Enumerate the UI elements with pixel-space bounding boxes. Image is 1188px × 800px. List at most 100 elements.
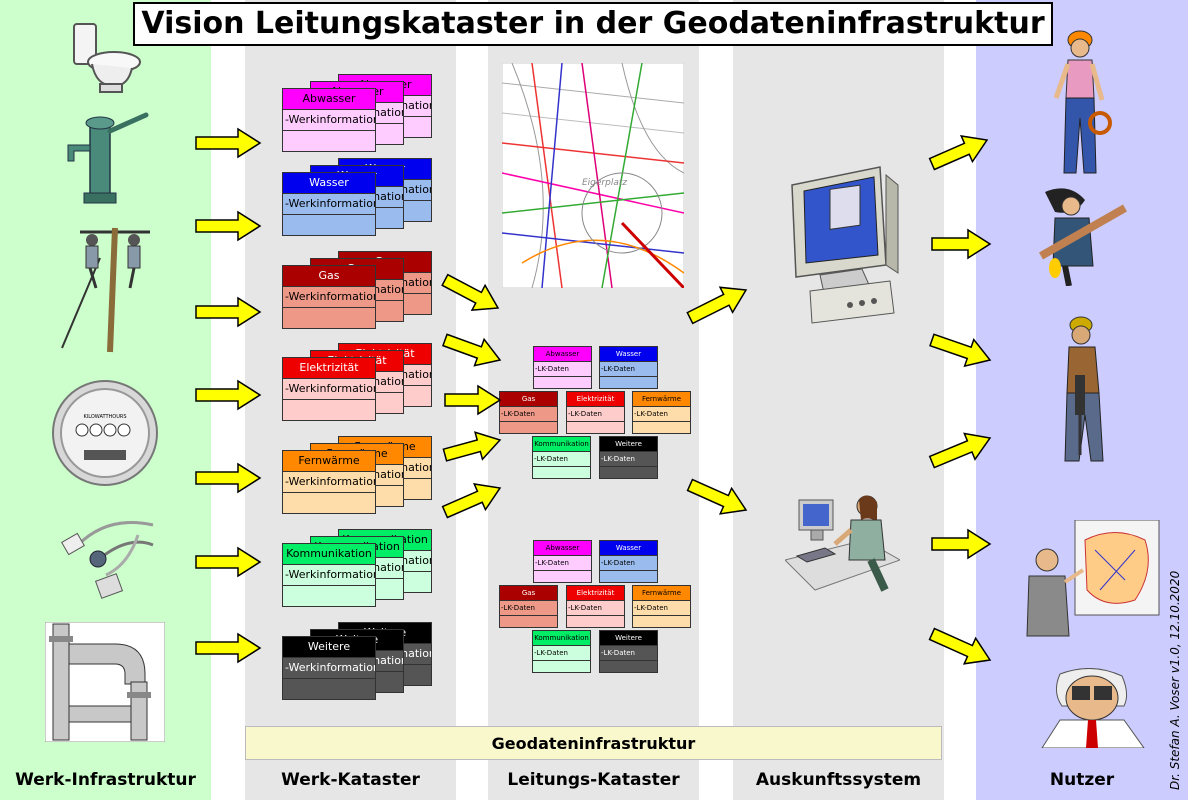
- jackhammer-worker-icon: [1064, 316, 1104, 462]
- werk-card: Abwasser-Werkinformation: [282, 88, 376, 152]
- lk-card-title: Wasser: [600, 347, 657, 362]
- lk-card-title: Kommunikation: [533, 437, 590, 452]
- lk-card-row: -LK-Daten: [533, 452, 590, 467]
- lk-card-row: -LK-Daten: [600, 556, 657, 571]
- flow-arrow: [686, 478, 748, 515]
- map-label: Eigerplatz: [582, 178, 627, 188]
- lk-card: Elektrizität-LK-Daten: [566, 391, 625, 434]
- werk-card-title: Kommunikation: [283, 544, 375, 565]
- flow-arrow: [931, 228, 992, 260]
- lk-card-row: -LK-Daten: [600, 452, 657, 467]
- lk-card-title: Elektrizität: [567, 392, 624, 407]
- flow-arrow: [195, 210, 262, 242]
- flow-arrow: [444, 384, 502, 416]
- werk-card-row: -Werkinformation: [283, 110, 375, 131]
- werk-card-row: -Werkinformation: [283, 658, 375, 679]
- lk-card-title: Weitere: [600, 631, 657, 646]
- computer-icon: [791, 166, 899, 324]
- werk-card: Kommunikation-Werkinformation: [282, 543, 376, 607]
- lk-card-title: Fernwärme: [633, 586, 690, 601]
- werk-card: Fernwärme-Werkinformation: [282, 450, 376, 514]
- werk-card: Wasser-Werkinformation: [282, 172, 376, 236]
- lk-card-row: -LK-Daten: [600, 362, 657, 377]
- werk-card-title: Wasser: [283, 173, 375, 194]
- lk-card-row: -LK-Daten: [633, 407, 690, 422]
- auskunftssystem-column: [733, 0, 944, 800]
- werk-card-row: -Werkinformation: [283, 287, 375, 308]
- lk-card-title: Weitere: [600, 437, 657, 452]
- construction-worker-icon: [1053, 30, 1112, 174]
- flow-arrow: [931, 528, 992, 560]
- meter-label: KILOWATTHOURS: [83, 414, 126, 420]
- lk-card: Elektrizität-LK-Daten: [566, 585, 625, 628]
- werk-card: Elektrizität-Werkinformation: [282, 357, 376, 421]
- werk-card-row: -Werkinformation: [283, 379, 375, 400]
- geodateninfrastruktur-bar: Geodateninfrastruktur: [245, 726, 942, 760]
- lk-card: Weitere-LK-Daten: [599, 436, 658, 479]
- flow-arrow: [195, 632, 262, 664]
- water-pump-icon: [67, 112, 149, 204]
- lk-card: Kommunikation-LK-Daten: [532, 630, 591, 673]
- cable-icon: [61, 521, 154, 599]
- lk-card-row: -LK-Daten: [534, 362, 591, 377]
- flow-arrow: [928, 627, 992, 665]
- lk-card-row: -LK-Daten: [533, 646, 590, 661]
- flow-arrow: [928, 135, 989, 171]
- werk-card-row: -Werkinformation: [283, 472, 375, 493]
- pipes-icon: [45, 622, 165, 742]
- label-werk-infrastruktur: Werk-Infrastruktur: [15, 770, 196, 790]
- lk-card-row: -LK-Daten: [600, 646, 657, 661]
- flow-arrow: [929, 333, 992, 368]
- label-auskunftssystem: Auskunftssystem: [755, 770, 922, 790]
- lk-card-row: -LK-Daten: [633, 601, 690, 616]
- lk-card-title: Wasser: [600, 541, 657, 556]
- lk-card: Wasser-LK-Daten: [599, 346, 658, 389]
- toilet-icon: [73, 23, 141, 93]
- werk-card: Weitere-Werkinformation: [282, 636, 376, 700]
- binoculars-man-icon: [1041, 668, 1145, 748]
- power-line-workers-icon: [61, 227, 150, 353]
- engineer-icon: [1039, 188, 1127, 286]
- werk-card-title: Gas: [283, 266, 375, 287]
- werk-card-title: Fernwärme: [283, 451, 375, 472]
- flow-arrow: [195, 379, 262, 411]
- flow-arrow: [928, 432, 992, 469]
- lk-card-row: -LK-Daten: [567, 601, 624, 616]
- lk-card: Weitere-LK-Daten: [599, 630, 658, 673]
- lk-card-title: Elektrizität: [567, 586, 624, 601]
- label-leitungs-kataster: Leitungs-Kataster: [507, 770, 680, 790]
- lk-card-title: Kommunikation: [533, 631, 590, 646]
- lk-card-row: -LK-Daten: [567, 407, 624, 422]
- lk-card: Gas-LK-Daten: [499, 585, 558, 628]
- werk-card: Gas-Werkinformation: [282, 265, 376, 329]
- flow-arrow: [441, 333, 502, 367]
- lk-card: Fernwärme-LK-Daten: [632, 585, 691, 628]
- lk-card-row: -LK-Daten: [500, 407, 557, 422]
- werk-card-row: -Werkinformation: [283, 565, 375, 586]
- flow-arrow: [686, 286, 748, 325]
- lk-card-title: Gas: [500, 586, 557, 601]
- flow-arrow: [441, 483, 502, 519]
- flow-arrow: [195, 462, 262, 494]
- lk-card-title: Gas: [500, 392, 557, 407]
- electricity-meter-icon: KILOWATTHOURS: [52, 380, 158, 486]
- flow-arrow: [195, 127, 262, 159]
- label-nutzer: Nutzer: [1049, 770, 1115, 790]
- werk-card-title: Weitere: [283, 637, 375, 658]
- lk-card: Abwasser-LK-Daten: [533, 346, 592, 389]
- lk-card-row: -LK-Daten: [534, 556, 591, 571]
- presenter-map-icon: [1026, 520, 1160, 637]
- lk-card: Kommunikation-LK-Daten: [532, 436, 591, 479]
- flow-arrow: [442, 431, 502, 462]
- werk-card-title: Elektrizität: [283, 358, 375, 379]
- lk-card-title: Fernwärme: [633, 392, 690, 407]
- lk-card: Gas-LK-Daten: [499, 391, 558, 434]
- werk-card-title: Abwasser: [283, 89, 375, 110]
- lk-card-row: -LK-Daten: [500, 601, 557, 616]
- flow-arrow: [195, 296, 262, 328]
- lk-card-title: Abwasser: [534, 347, 591, 362]
- lk-card: Fernwärme-LK-Daten: [632, 391, 691, 434]
- label-werk-kataster: Werk-Kataster: [281, 770, 420, 790]
- diagram-title: Vision Leitungskataster in der Geodateni…: [133, 2, 1053, 46]
